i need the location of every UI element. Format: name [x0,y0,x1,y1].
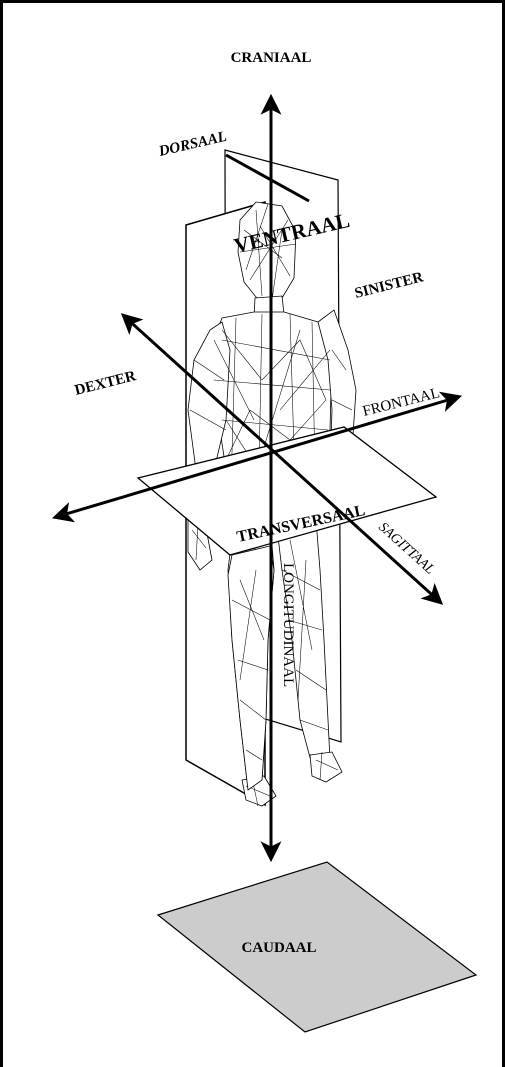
label-craniaal: CRANIAAL [231,50,312,66]
label-sagittaal: SAGITTAAL [375,520,437,578]
label-dorsaal: DORSAAL [156,129,228,160]
label-dexter: DEXTER [73,368,138,399]
label-caudaal: CAUDAAL [242,940,317,956]
label-sinister: SINISTER [353,269,425,302]
caudal-floor-plane [158,862,476,1032]
label-longitudinaal: LONGITUDINAAL [280,563,296,687]
